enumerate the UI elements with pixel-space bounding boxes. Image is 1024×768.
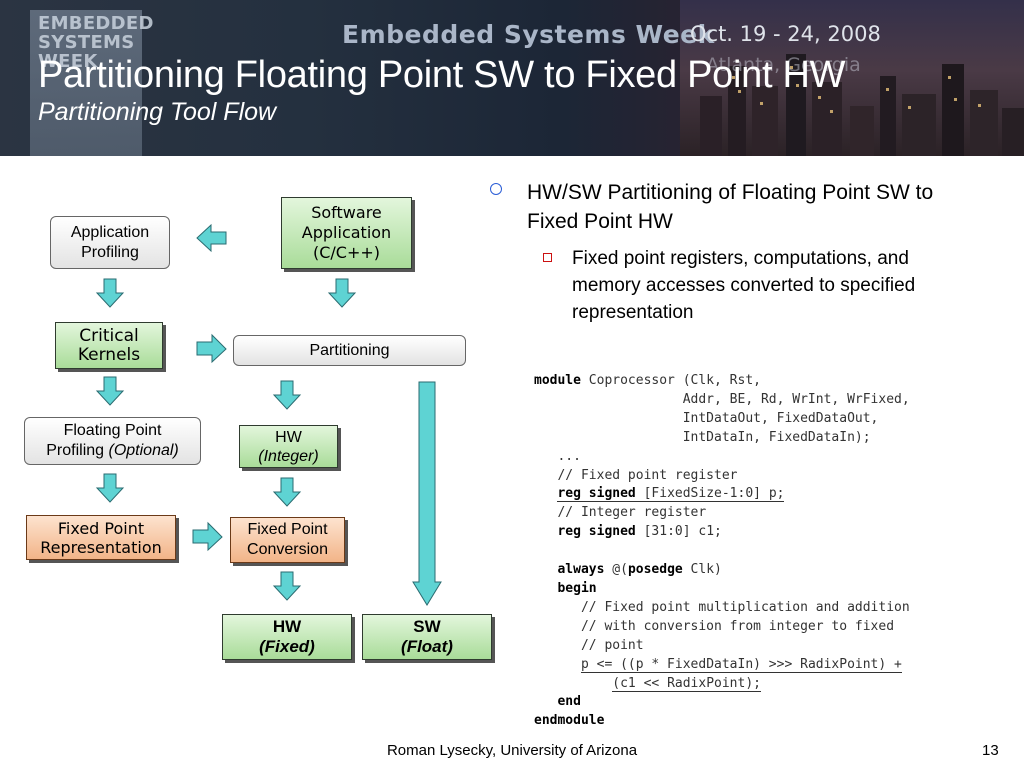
esweek-logo: [30, 10, 142, 156]
hw-fixed-box: HW (Fixed): [222, 614, 352, 660]
header-banner: EMBEDDED SYSTEMS WEEK Embedded Systems W…: [0, 0, 1024, 156]
arrow-down-long-icon: [412, 381, 442, 606]
slide-title: Partitioning Floating Point SW to Fixed …: [38, 54, 846, 96]
event-dates: Oct. 19 - 24, 2008: [690, 22, 881, 46]
hw-integer-box: HW (Integer): [239, 425, 338, 468]
city-skyline-image: [700, 54, 1024, 156]
arrow-down-icon: [95, 376, 125, 406]
arrow-down-icon: [272, 571, 302, 601]
esweek-logo-text: EMBEDDED SYSTEMS WEEK: [38, 13, 154, 72]
event-location: Atlanta, Georgia: [706, 54, 861, 76]
verilog-code-listing: module Coprocessor (Clk, Rst, Addr, BE, …: [534, 373, 910, 729]
event-name: Embedded Systems Week: [342, 20, 715, 49]
slide-subtitle: Partitioning Tool Flow: [38, 98, 277, 126]
bullet-level1: HW/SW Partitioning of Floating Point SW …: [490, 178, 960, 236]
floating-point-profiling-box: Floating Point Profiling (Optional): [24, 417, 201, 465]
application-profiling-box: Application Profiling: [50, 216, 170, 269]
sw-float-box: SW (Float): [362, 614, 492, 660]
arrow-down-icon: [272, 380, 302, 410]
arrow-down-icon: [95, 473, 125, 503]
fixed-point-representation-box: Fixed Point Representation: [26, 515, 176, 560]
arrow-left-icon: [196, 223, 227, 253]
software-application-box: Software Application (C/C++): [281, 197, 412, 269]
flow-arrows: [95, 223, 442, 606]
partitioning-box: Partitioning: [233, 335, 466, 366]
arrow-right-icon: [192, 521, 223, 552]
arrow-down-icon: [95, 278, 125, 308]
footer-author: Roman Lysecky, University of Arizona: [386, 742, 638, 759]
arrow-right-icon: [196, 333, 227, 364]
arrow-down-icon: [272, 477, 302, 507]
bullet-level2: Fixed point registers, computations, and…: [543, 245, 953, 326]
square-bullet-icon: [543, 253, 552, 262]
arrow-down-icon: [327, 278, 357, 308]
critical-kernels-box: Critical Kernels: [55, 322, 163, 369]
circle-bullet-icon: [490, 183, 502, 195]
page-number: 13: [982, 742, 999, 759]
fixed-point-conversion-box: Fixed Point Conversion: [230, 517, 345, 563]
